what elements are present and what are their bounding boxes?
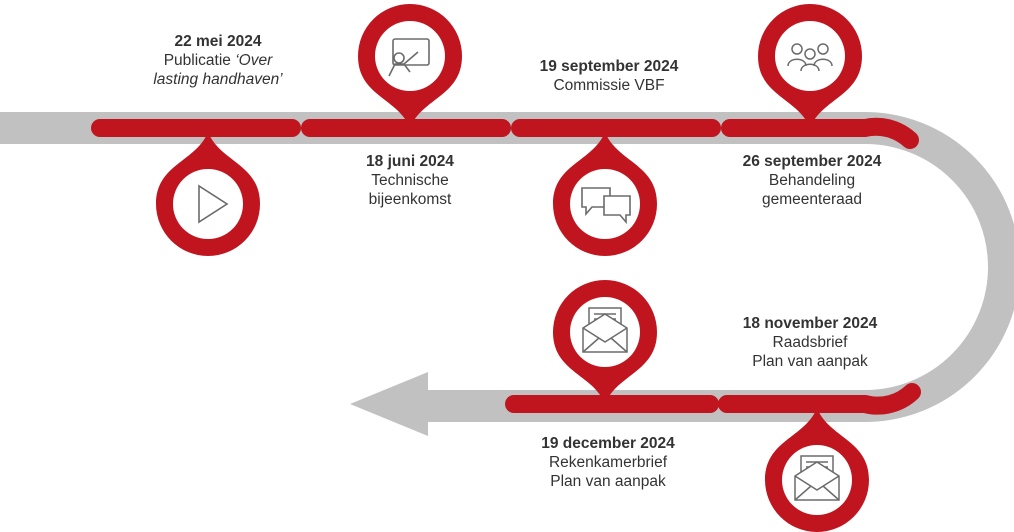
- description-plain: Publicatie: [163, 52, 236, 69]
- timeline-arrowhead: [350, 372, 428, 436]
- milestone-date: 19 december 2024: [541, 435, 675, 452]
- group-icon: [787, 43, 833, 72]
- milestone-description: Publicatie ‘Over: [98, 51, 338, 70]
- milestone-pin-4: [758, 4, 862, 128]
- milestone-pin-1: [156, 132, 260, 256]
- envelope-icon: [794, 455, 840, 501]
- milestone-description: Rekenkamerbrief: [548, 454, 668, 471]
- milestone-label-6: 19 december 2024 Rekenkamerbrief Plan va…: [488, 434, 728, 491]
- milestone-pin-3: [553, 132, 657, 256]
- milestone-description-2: lasting handhaven’: [98, 70, 338, 89]
- milestone-description-2: Plan van aanpak: [550, 473, 666, 490]
- play-icon: [198, 184, 229, 224]
- milestone-pin-5: [553, 280, 657, 404]
- milestone-description: Raadsbrief: [772, 334, 848, 351]
- milestone-description-2: bijeenkomst: [368, 191, 452, 208]
- timeline-track: [0, 112, 1014, 422]
- chat-icon: [581, 187, 631, 225]
- milestone-description: Behandeling: [768, 172, 856, 189]
- milestone-description: Commissie VBF: [553, 77, 665, 94]
- milestone-date: 19 september 2024: [539, 58, 679, 75]
- milestone-date: 26 september 2024: [742, 153, 882, 170]
- description-italic: lasting handhaven’: [153, 71, 283, 88]
- milestone-label-1: 22 mei 2024 Publicatie ‘Over lasting han…: [98, 32, 338, 89]
- milestone-pin-2: [358, 4, 462, 128]
- milestone-date: 18 november 2024: [742, 315, 878, 332]
- milestone-pin-6: [765, 408, 869, 532]
- milestone-label-3: 19 september 2024 Commissie VBF: [489, 57, 729, 95]
- milestone-label-4: 26 september 2024 Behandeling gemeentera…: [692, 152, 932, 209]
- upper-segments: [91, 117, 919, 149]
- segment-6: [718, 383, 921, 415]
- lower-segments: [505, 383, 921, 415]
- presentation-icon: [388, 38, 430, 77]
- milestone-date: 22 mei 2024: [174, 33, 262, 50]
- milestone-label-5: 18 november 2024 Raadsbrief Plan van aan…: [690, 314, 930, 371]
- milestone-description: Technische: [371, 172, 449, 189]
- envelope-icon: [582, 307, 628, 353]
- segment-4: [721, 117, 919, 149]
- milestone-description-2: gemeenteraad: [762, 191, 862, 208]
- milestone-date: 18 juni 2024: [366, 153, 454, 170]
- description-italic: ‘Over: [235, 52, 273, 69]
- milestone-description-2: Plan van aanpak: [752, 353, 868, 370]
- milestone-label-2: 18 juni 2024 Technische bijeenkomst: [290, 152, 530, 209]
